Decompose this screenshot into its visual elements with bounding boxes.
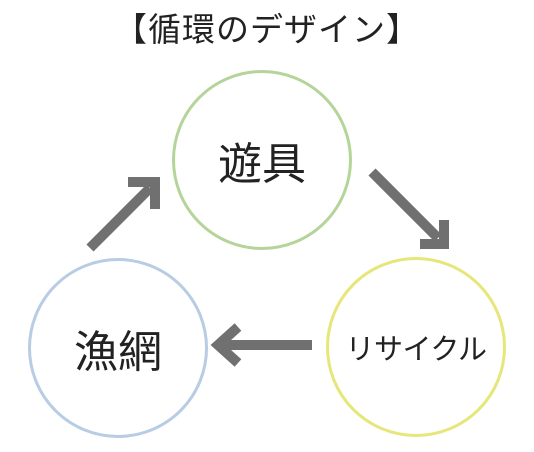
node-label: リサイクル [345, 332, 487, 366]
node-label: 漁網 [74, 327, 162, 378]
diagram-title: 【循環のデザイン】 [114, 10, 420, 49]
arrow-left-to-top [86, 177, 160, 252]
node-playground-equipment: 遊具 [172, 70, 352, 250]
node-fishing-net: 漁網 [28, 258, 208, 438]
arrow-top-to-right [368, 168, 449, 249]
node-recycle: リサイクル [326, 257, 506, 437]
arrow-right-to-left [210, 323, 312, 367]
node-label: 遊具 [218, 139, 306, 190]
